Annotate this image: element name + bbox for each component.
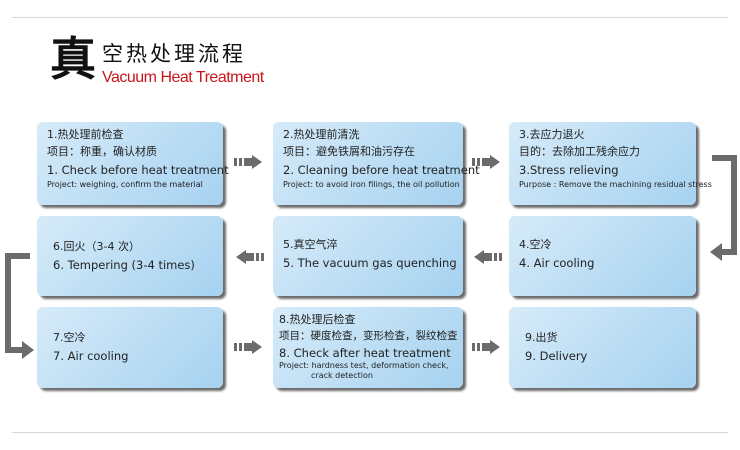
arrow-left-icon: [472, 250, 502, 264]
step-cn: 5.真空气淬: [283, 238, 338, 251]
step-cn: 9.出货: [525, 331, 558, 344]
step-en: 7. Air cooling: [53, 349, 129, 363]
step-en-detail: Purpose : Remove the machining residual …: [519, 180, 712, 189]
step-cn: 7.空冷: [53, 331, 86, 344]
step-en: 1. Check before heat treatment: [47, 163, 229, 177]
step-en: 2. Cleaning before heat treatment: [283, 163, 480, 177]
step-7-box: 7.空冷 7. Air cooling: [37, 307, 223, 388]
step-en-detail: Project: hardness test, deformation chec…: [279, 361, 449, 370]
bottom-divider: [12, 432, 728, 433]
step-cn-detail: 项目：避免铁屑和油污存在: [283, 145, 415, 158]
arrow-right-icon: [234, 340, 264, 354]
step-en-detail: Project: to avoid iron filings, the oil …: [283, 180, 460, 189]
title-big-char: 真: [50, 32, 96, 86]
step-2-box: 2.热处理前清洗 项目：避免铁屑和油污存在 2. Cleaning before…: [273, 122, 480, 205]
title-english: Vacuum Heat Treatment: [102, 69, 264, 86]
step-9-box: 9.出货 9. Delivery: [509, 307, 696, 388]
step-cn: 4.空冷: [519, 238, 552, 251]
arrow-right-icon: [472, 340, 502, 354]
step-en: 8. Check after heat treatment: [279, 346, 451, 360]
arrow-right-icon: [234, 155, 264, 169]
step-4-box: 4.空冷 4. Air cooling: [509, 216, 696, 296]
connector-right-bracket-icon: [710, 155, 737, 261]
title-chinese: 空热处理流程: [102, 42, 246, 66]
step-cn-detail: 项目：称重，确认材质: [47, 145, 157, 158]
step-cn-detail: 目的：去除加工残余应力: [519, 145, 640, 158]
step-en: 9. Delivery: [525, 349, 588, 363]
step-cn: 2.热处理前清洗: [283, 128, 360, 141]
arrow-right-icon: [472, 155, 502, 169]
step-3-box: 3.去应力退火 目的：去除加工残余应力 3.Stress relieving P…: [509, 122, 712, 205]
arrow-left-icon: [234, 250, 264, 264]
step-cn-detail: 项目：硬度检查，变形检查，裂纹检查: [279, 330, 458, 342]
step-en: 3.Stress relieving: [519, 163, 619, 177]
connector-left-bracket-icon: [5, 253, 34, 359]
step-6-box: 6.回火（3-4 次） 6. Tempering (3-4 times): [37, 216, 223, 296]
step-8-box: 8.热处理后检查 项目：硬度检查，变形检查，裂纹检查 8. Check afte…: [273, 307, 463, 388]
step-cn: 3.去应力退火: [519, 128, 585, 141]
step-en: 6. Tempering (3-4 times): [53, 258, 195, 272]
top-divider: [12, 17, 728, 18]
step-en-detail-2: crack detection: [311, 371, 373, 380]
step-cn: 8.热处理后检查: [279, 313, 356, 326]
step-cn: 6.回火（3-4 次）: [53, 240, 140, 253]
step-1-box: 1.热处理前检查 项目：称重，确认材质 1. Check before heat…: [37, 122, 229, 205]
step-en-detail: Project: weighing, confirm the material: [47, 180, 203, 189]
step-cn: 1.热处理前检查: [47, 128, 124, 141]
step-5-box: 5.真空气淬 5. The vacuum gas quenching: [273, 216, 463, 296]
step-en: 5. The vacuum gas quenching: [283, 256, 457, 270]
step-en: 4. Air cooling: [519, 256, 595, 270]
